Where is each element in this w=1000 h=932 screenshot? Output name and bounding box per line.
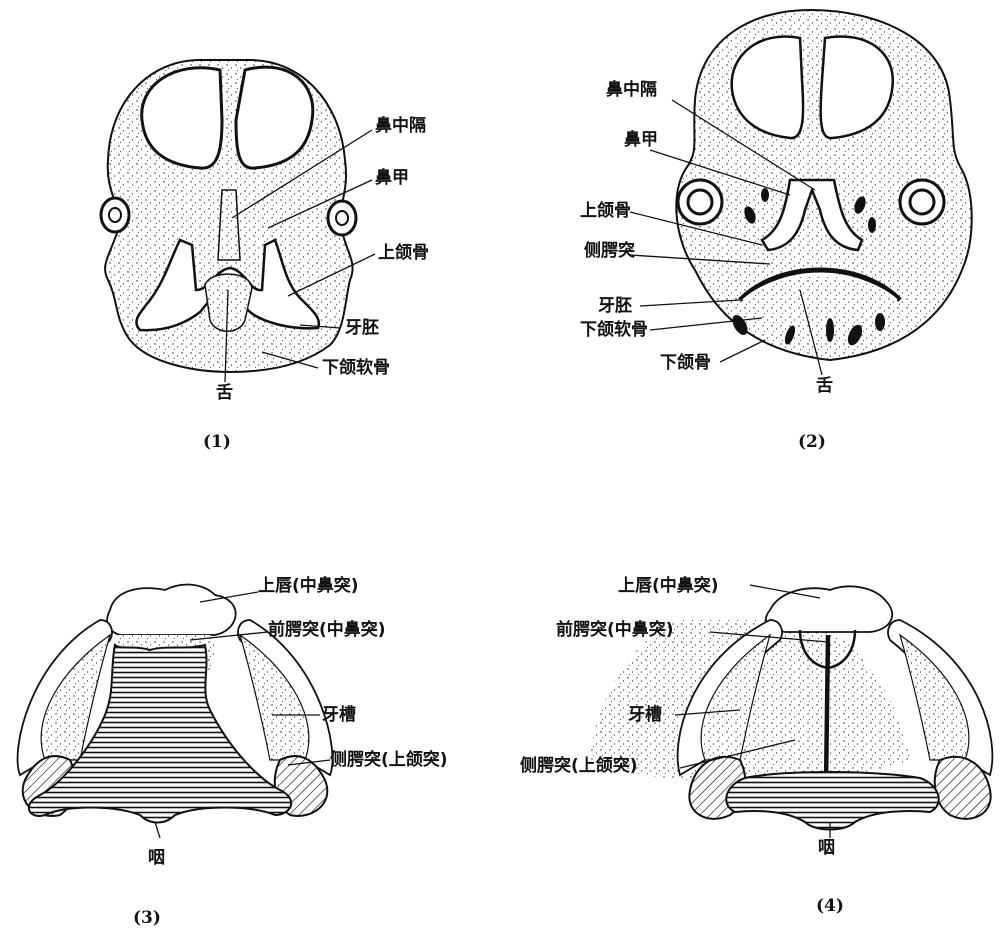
palatal-suture: [826, 635, 828, 785]
label-primary-palate: 前腭突(中鼻突): [268, 622, 386, 639]
label-lateral-palatal-process: 侧腭突(上颌突): [520, 758, 638, 775]
label-tongue: 舌: [816, 378, 833, 395]
panel-2-illustration: [500, 0, 1000, 460]
label-alveolus: 牙槽: [322, 707, 356, 724]
label-pharynx: 咽: [148, 850, 165, 867]
caption: (4): [816, 896, 844, 916]
label-upper-lip: 上唇(中鼻突): [618, 578, 719, 595]
panel-3-illustration: [0, 460, 500, 932]
upper-lip: [766, 586, 892, 632]
nasal-septum: [218, 190, 240, 260]
panel-1-illustration: [0, 0, 500, 460]
label-pharynx: 咽: [818, 840, 835, 857]
label-primary-palate: 前腭突(中鼻突): [556, 622, 674, 639]
label-alveolus: 牙槽: [628, 707, 662, 724]
caption: (3): [133, 908, 161, 928]
label-mandibular-cartilage: 下颌软骨: [322, 360, 390, 377]
panel-4-illustration: [500, 460, 1000, 932]
label-nasal-concha: 鼻甲: [375, 170, 409, 187]
panel-4-palate-view: 上唇(中鼻突) 前腭突(中鼻突) 牙槽 侧腭突(上颌突) 咽 (4): [500, 460, 1000, 932]
label-upper-lip: 上唇(中鼻突): [258, 578, 359, 595]
label-lateral-palatal-process: 侧腭突: [584, 243, 635, 260]
label-tooth-germ: 牙胚: [345, 320, 379, 337]
label-nasal-septum: 鼻中隔: [375, 118, 426, 135]
caption: (2): [798, 432, 826, 452]
label-lateral-palatal-process: 侧腭突(上颌突): [330, 752, 448, 769]
label-tongue: 舌: [216, 385, 233, 402]
label-nasal-septum: 鼻中隔: [606, 82, 657, 99]
label-tooth-germ: 牙胚: [598, 298, 632, 315]
panel-2-coronal-section: 鼻中隔 鼻甲 上颌骨 侧腭突 牙胚 下颌软骨 下颌骨 舌 (2): [500, 0, 1000, 460]
panel-1-coronal-section: 鼻中隔 鼻甲 上颌骨 牙胚 下颌软骨 舌 (1): [0, 0, 500, 460]
panel-3-palate-view: 上唇(中鼻突) 前腭突(中鼻突) 牙槽 侧腭突(上颌突) 咽 (3): [0, 460, 500, 932]
label-nasal-concha: 鼻甲: [624, 132, 658, 149]
label-mandibular-cartilage: 下颌软骨: [580, 322, 648, 339]
label-maxilla: 上颌骨: [580, 203, 631, 220]
upper-lip: [107, 585, 236, 635]
label-maxilla: 上颌骨: [378, 245, 429, 262]
label-mandible: 下颌骨: [660, 355, 711, 372]
caption: (1): [203, 432, 231, 452]
pharynx-opening: [726, 772, 938, 830]
